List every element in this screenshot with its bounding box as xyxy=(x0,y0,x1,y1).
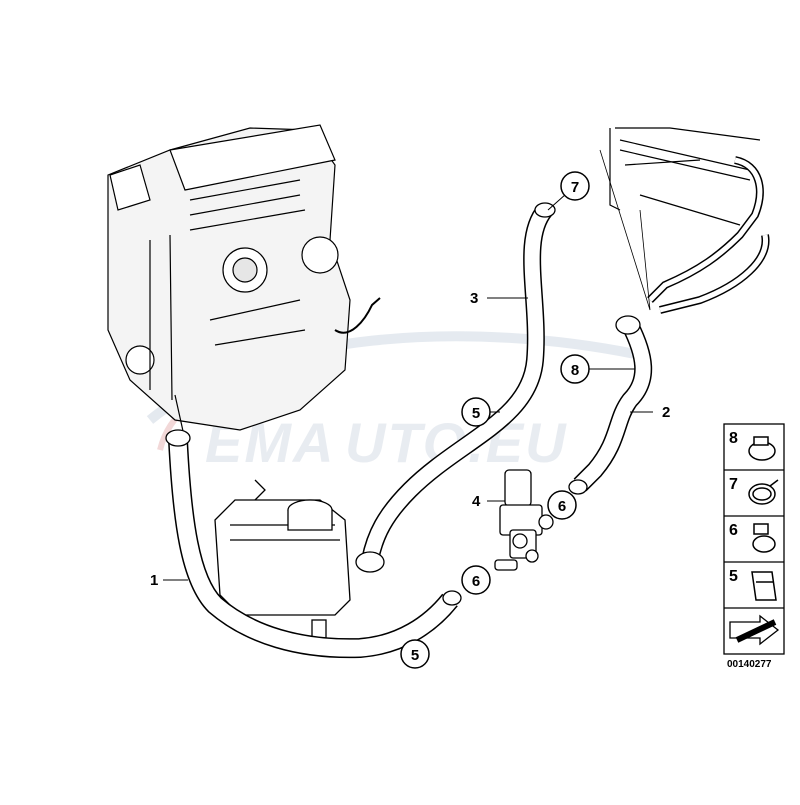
clamp-small-icon xyxy=(752,523,776,553)
svg-text:6: 6 xyxy=(472,573,480,590)
expansion-tank xyxy=(214,479,351,639)
diagram-id: 00140277 xyxy=(727,659,772,670)
callout-6-right: 6 xyxy=(547,490,577,520)
callout-2: 2 xyxy=(662,404,670,421)
svg-text:6: 6 xyxy=(558,498,566,515)
hoses xyxy=(168,204,653,659)
water-valve xyxy=(499,469,554,563)
heater-core xyxy=(599,127,770,314)
orientation-arrow-icon xyxy=(729,614,780,646)
legend-panel xyxy=(723,423,785,655)
callout-1: 1 xyxy=(150,572,158,589)
legend-item-5-num: 5 xyxy=(729,568,738,585)
callout-6-left: 6 xyxy=(461,565,491,595)
legend-item-6-num: 6 xyxy=(729,522,738,539)
callout-5-upper: 5 xyxy=(461,397,491,427)
svg-text:7: 7 xyxy=(571,179,579,196)
clamp-large-icon xyxy=(748,436,776,461)
svg-text:5: 5 xyxy=(472,405,480,422)
spring-clamp-icon xyxy=(748,479,779,505)
callout-5-lower: 5 xyxy=(400,639,430,669)
clip-icon xyxy=(751,571,777,601)
callout-4: 4 xyxy=(472,493,481,510)
legend-item-7-num: 7 xyxy=(729,476,738,493)
hose-fittings xyxy=(165,202,641,606)
callout-3: 3 xyxy=(470,290,478,307)
legend-item-8-num: 8 xyxy=(729,430,738,447)
engine-block xyxy=(107,124,381,456)
callout-8: 8 xyxy=(560,354,590,384)
svg-text:8: 8 xyxy=(571,362,579,379)
callout-7: 7 xyxy=(560,171,590,201)
svg-text:5: 5 xyxy=(411,647,419,664)
